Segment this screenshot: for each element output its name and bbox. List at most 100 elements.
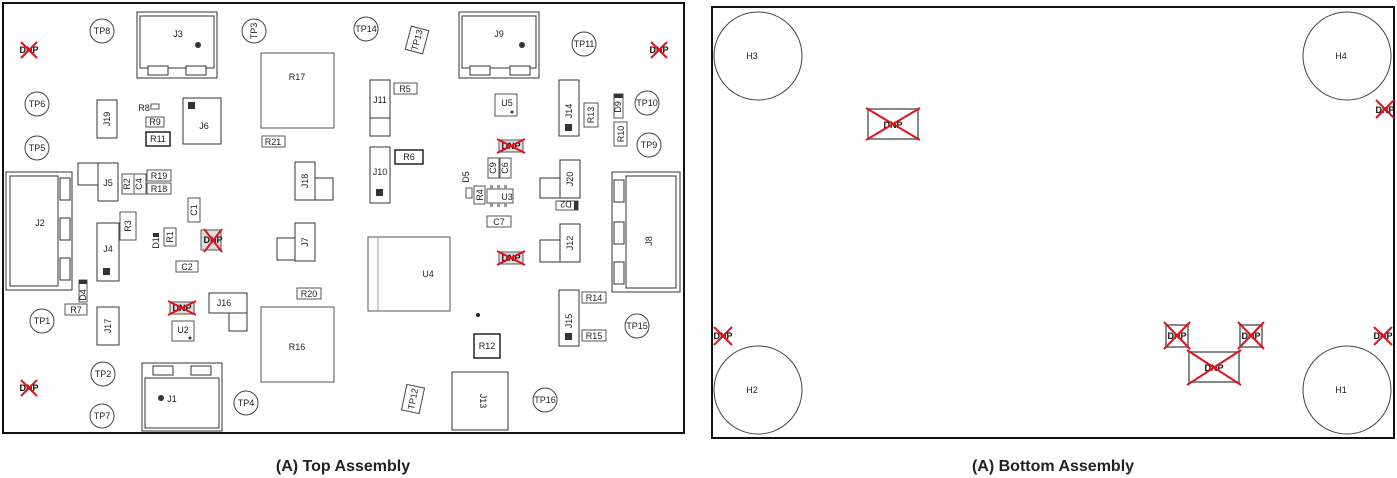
u5-label: U5 bbox=[501, 98, 513, 108]
d5-label: D5 bbox=[461, 171, 471, 183]
tp4-label: TP4 bbox=[238, 398, 255, 408]
j15-label: J15 bbox=[564, 314, 574, 329]
d9-label: D9 bbox=[613, 101, 623, 113]
r10-label: R10 bbox=[616, 126, 626, 143]
r18-label: R18 bbox=[151, 184, 168, 194]
d1-label: D1 bbox=[151, 237, 161, 249]
r15-label: R15 bbox=[586, 331, 603, 341]
bottom-assembly-caption: (A) Bottom Assembly bbox=[972, 458, 1134, 475]
j16-label: J16 bbox=[217, 298, 232, 308]
j6-label: J6 bbox=[199, 121, 209, 131]
top-resistors: R17 R21 R8 R9 R11 R2 R19 R18 R3 R1 R5 R6… bbox=[64, 52, 628, 383]
dnp-marker: DNP bbox=[865, 107, 921, 141]
u2-label: U2 bbox=[177, 325, 189, 335]
tp1-label: TP1 bbox=[34, 316, 51, 326]
j4-label: J4 bbox=[103, 244, 113, 254]
tp14-label: TP14 bbox=[355, 24, 377, 34]
tp10-label: TP10 bbox=[636, 98, 658, 108]
bottom-dnp-markers: DNP DNP DNP DNP DNP DNP bbox=[713, 99, 1395, 386]
top-connectors: J3 J9 J2 J8 J1 J13 bbox=[5, 11, 681, 432]
c1-label: C1 bbox=[189, 204, 199, 216]
j14-label: J14 bbox=[564, 104, 574, 119]
tp16-label: TP16 bbox=[534, 395, 556, 405]
d2-label: D2 bbox=[560, 199, 572, 209]
r1-label: R1 bbox=[165, 231, 175, 243]
r6-label: R6 bbox=[403, 152, 415, 162]
dnp-marker: DNP bbox=[496, 138, 526, 154]
r3-label: R3 bbox=[123, 220, 133, 232]
c4-label: C4 bbox=[134, 178, 144, 190]
j5-label: J5 bbox=[103, 178, 113, 188]
tp8-label: TP8 bbox=[94, 26, 111, 36]
j13-label: J13 bbox=[478, 394, 488, 409]
dnp-marker: DNP bbox=[19, 379, 39, 397]
r2-label: R2 bbox=[122, 178, 132, 190]
j19-label: J19 bbox=[102, 112, 112, 127]
r4-label: R4 bbox=[475, 189, 485, 201]
r7-label: R7 bbox=[70, 305, 82, 315]
top-board-outline bbox=[2, 2, 685, 434]
top-diodes: D1 D4 D5 D9 D2 bbox=[78, 93, 624, 303]
j12-label: J12 bbox=[565, 236, 575, 251]
bottom-mounting-holes: H3 H4 H2 H1 bbox=[713, 11, 1392, 435]
dnp-marker: DNP bbox=[496, 250, 526, 266]
j11-label: J11 bbox=[373, 95, 387, 105]
j1-label: J1 bbox=[167, 394, 177, 404]
r21-label: R21 bbox=[265, 137, 282, 147]
j8-label: J8 bbox=[644, 236, 654, 246]
h1-label: H1 bbox=[1335, 385, 1347, 395]
r19-label: R19 bbox=[151, 171, 168, 181]
r13-label: R13 bbox=[586, 107, 596, 124]
top-capacitors: C4 C1 C2 C9 C6 C7 bbox=[133, 157, 512, 273]
dnp-marker: DNP bbox=[200, 228, 223, 253]
c2-label: C2 bbox=[181, 262, 193, 272]
j10-label: J10 bbox=[373, 167, 388, 177]
c7-label: C7 bbox=[493, 217, 505, 227]
r16-label: R16 bbox=[289, 342, 306, 352]
c6-label: C6 bbox=[500, 162, 510, 174]
dnp-marker: DNP bbox=[19, 41, 39, 59]
h4-label: H4 bbox=[1335, 51, 1347, 61]
dnp-marker: DNP bbox=[713, 326, 733, 346]
u4-label: U4 bbox=[422, 269, 434, 279]
tp11-label: TP11 bbox=[574, 39, 595, 49]
h2-label: H2 bbox=[746, 385, 758, 395]
tp6-label: TP6 bbox=[29, 99, 46, 109]
dnp-marker: DNP bbox=[1163, 321, 1191, 350]
top-assembly-caption: (A) Top Assembly bbox=[276, 458, 410, 475]
d4-label: D4 bbox=[78, 289, 88, 301]
r12-label: R12 bbox=[479, 341, 496, 351]
h3-label: H3 bbox=[746, 51, 758, 61]
bottom-board-outline bbox=[711, 6, 1395, 439]
dnp-marker: DNP bbox=[1186, 349, 1242, 386]
top-ics: U2 U3 U4 U5 bbox=[171, 93, 518, 342]
u3-label: U3 bbox=[501, 192, 513, 202]
tp7-label: TP7 bbox=[94, 411, 111, 421]
dnp-marker: DNP bbox=[1237, 321, 1265, 350]
tp12-label: TP12 bbox=[406, 387, 420, 410]
j18-label: J18 bbox=[300, 174, 310, 189]
dnp-marker: DNP bbox=[649, 41, 669, 59]
r14-label: R14 bbox=[586, 293, 603, 303]
j3-label: J3 bbox=[173, 29, 183, 39]
j9-label: J9 bbox=[494, 29, 504, 39]
r8-label: R8 bbox=[138, 103, 150, 113]
dnp-marker: DNP bbox=[1373, 326, 1393, 346]
r17-label: R17 bbox=[289, 72, 306, 82]
j7-label: J7 bbox=[300, 237, 310, 247]
c9-label: C9 bbox=[488, 162, 498, 174]
tp2-label: TP2 bbox=[95, 369, 112, 379]
top-dnp-markers: DNP DNP DNP DNP DNP DNP bbox=[19, 41, 669, 397]
tp9-label: TP9 bbox=[641, 140, 658, 150]
r20-label: R20 bbox=[301, 289, 318, 299]
r5-label: R5 bbox=[399, 84, 411, 94]
j2-label: J2 bbox=[35, 218, 45, 228]
tp5-label: TP5 bbox=[29, 143, 46, 153]
dnp-marker: DNP bbox=[167, 300, 197, 316]
tp3-label: TP3 bbox=[249, 23, 259, 40]
top-test-points: TP8 TP3 TP14 TP13 TP11 TP6 TP10 TP5 TP9 … bbox=[24, 16, 662, 429]
dnp-marker: DNP bbox=[1375, 99, 1395, 119]
r9-label: R9 bbox=[149, 117, 161, 127]
tp15-label: TP15 bbox=[626, 321, 648, 331]
